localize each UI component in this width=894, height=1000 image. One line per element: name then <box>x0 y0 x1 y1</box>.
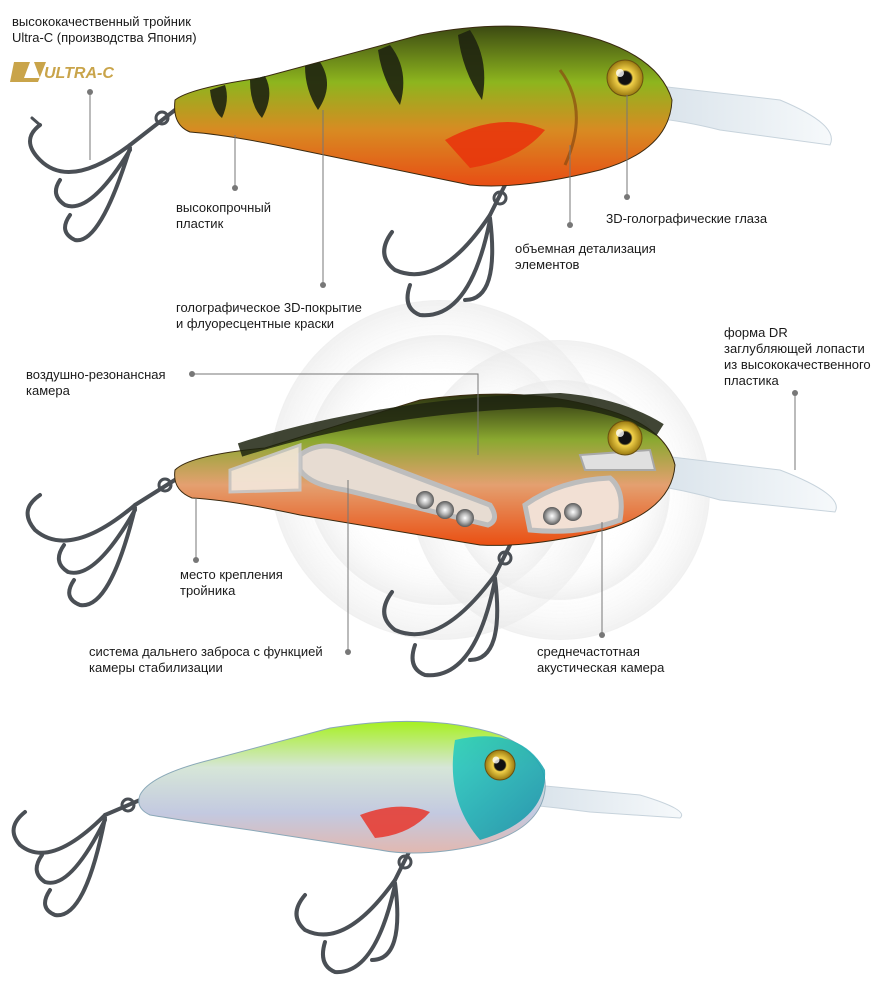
lure-bottom <box>11 720 683 975</box>
label-plastic: высокопрочный пластик <box>176 200 271 231</box>
rear-hook-middle <box>25 476 180 608</box>
ultra-c-logo: ULTRA-C <box>10 62 114 82</box>
belly-hook-middle <box>382 543 513 678</box>
eye-top <box>606 59 644 97</box>
label-air-chamber: воздушно-резонансная камера <box>26 367 166 398</box>
logo-text: ULTRA-C <box>44 65 114 82</box>
lure-middle <box>25 392 837 678</box>
leader-lines <box>87 89 798 655</box>
lure-top <box>28 25 832 318</box>
belly-hook-bottom <box>294 848 413 975</box>
lip-bottom <box>529 784 683 819</box>
eye-middle <box>607 420 643 456</box>
perch-stripes-top <box>210 30 485 118</box>
resonance-chamber <box>228 442 302 494</box>
body-top <box>174 25 673 187</box>
label-acoustic: среднечастотная акустическая камера <box>537 644 665 675</box>
label-eyes: 3D-голографические глаза <box>606 211 768 226</box>
rear-hook-bottom <box>11 797 142 918</box>
lip-top <box>649 84 832 146</box>
eye-bottom <box>484 749 516 781</box>
label-hook-quality: высококачественный тройник Ultra-C (прои… <box>12 14 197 45</box>
steel-balls <box>416 491 582 527</box>
label-coating: голографическое 3D-покрытие и флуоресцен… <box>176 300 362 331</box>
label-lip: форма DR заглубляющей лопасти из высокок… <box>724 325 871 388</box>
belly-hook-top <box>382 183 508 318</box>
label-detail: объемная детализация элементов <box>515 241 656 272</box>
pectoral-fin-bottom <box>360 806 430 838</box>
pectoral-fin-top <box>445 122 545 168</box>
logo-u-mark <box>10 62 46 82</box>
label-hook-mount: место крепления тройника <box>180 567 283 598</box>
body-bottom <box>138 720 546 854</box>
label-casting-system: система дальнего заброса с функцией каме… <box>89 644 323 675</box>
rear-hook-top <box>28 108 177 243</box>
head-bottom <box>452 736 546 840</box>
